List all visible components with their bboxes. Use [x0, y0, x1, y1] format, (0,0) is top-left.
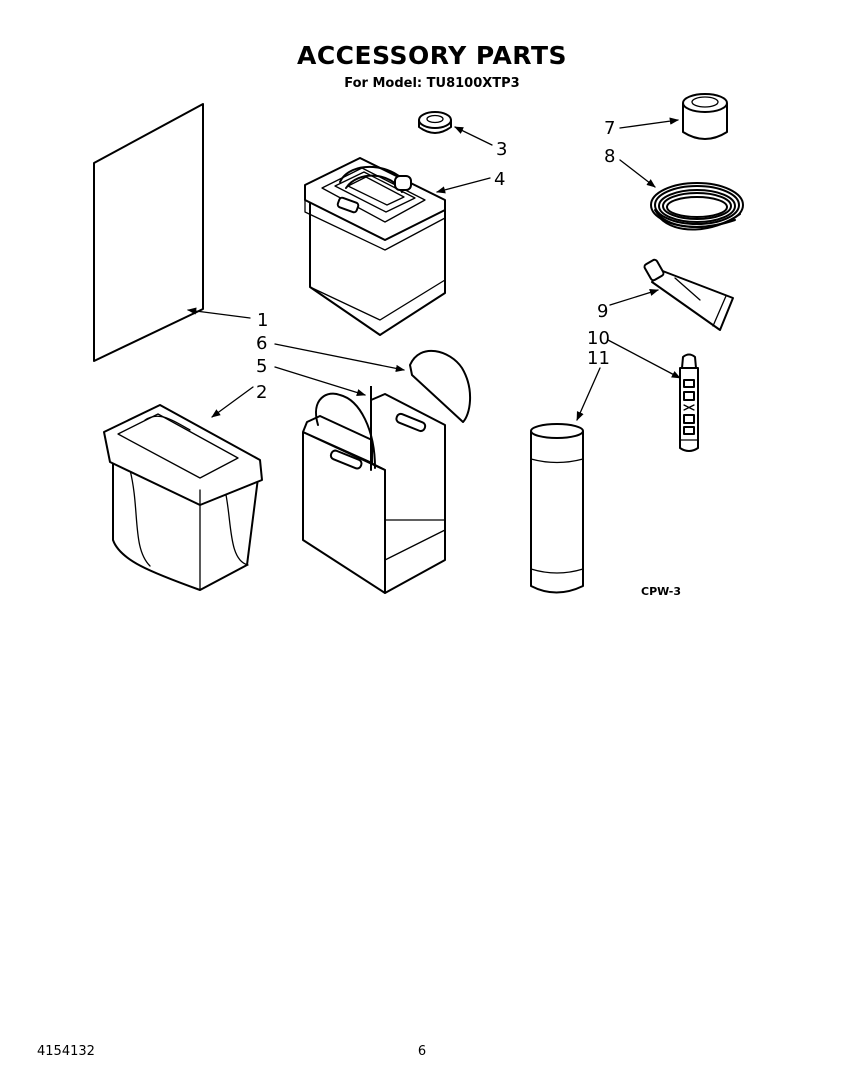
callout-7: 7	[604, 118, 615, 139]
leader-lines	[187, 117, 681, 421]
part-4-container	[304, 157, 446, 336]
part-5-frame	[302, 386, 446, 594]
model-subtitle: For Model: TU8100XTP3	[344, 76, 520, 91]
callout-10: 10	[587, 328, 610, 349]
page-title: ACCESSORY PARTS	[296, 41, 567, 70]
callout-9: 9	[597, 301, 608, 322]
part-8-coiled-cord	[650, 182, 744, 231]
part-2-bag	[103, 404, 263, 591]
part-11-can	[530, 423, 584, 594]
part-10-bottle	[679, 353, 699, 452]
part-number: 4154132	[37, 1044, 95, 1059]
page-number: 6	[417, 1044, 427, 1059]
callout-2: 2	[256, 382, 267, 403]
part-1-sheet	[93, 103, 204, 362]
part-7-cup	[682, 93, 728, 140]
callout-1: 1	[257, 310, 268, 331]
callout-3: 3	[496, 139, 507, 160]
diagram-code-label: CPW-3	[641, 585, 681, 598]
callout-6: 6	[256, 333, 267, 354]
part-3-ring	[418, 111, 452, 134]
callout-11: 11	[587, 348, 610, 369]
callout-8: 8	[604, 146, 615, 167]
callout-5: 5	[256, 356, 267, 377]
part-9-tube	[643, 258, 734, 331]
callout-4: 4	[494, 169, 505, 190]
part-6-flap	[409, 349, 471, 423]
